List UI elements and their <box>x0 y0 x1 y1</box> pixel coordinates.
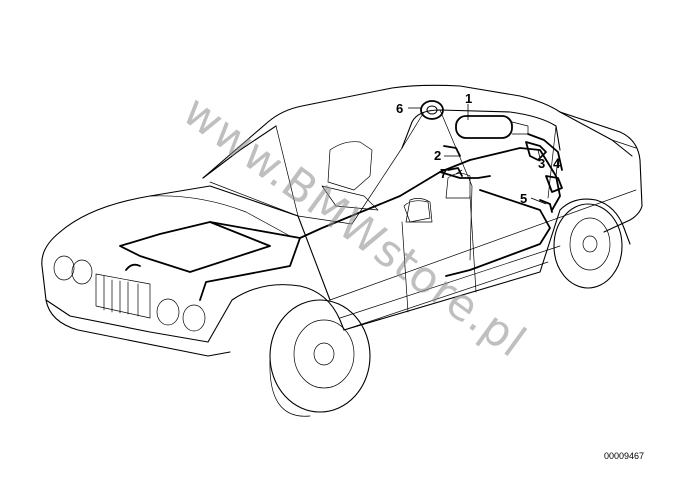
headlight-right <box>156 298 206 332</box>
callout-6: 6 <box>396 101 403 116</box>
front-wheel <box>269 299 371 417</box>
ring-cap-6 <box>420 100 444 120</box>
watermark-text: www.BMWstore.pl <box>174 86 536 368</box>
clip-5 <box>539 199 553 213</box>
callout-7: 7 <box>440 166 447 181</box>
wiring-harness <box>119 133 563 301</box>
callout-3: 3 <box>538 156 545 171</box>
callout-1: 1 <box>465 91 472 106</box>
diagram-part-number: 00009467 <box>604 451 644 461</box>
clip-7 <box>447 167 463 177</box>
rear-wheel <box>553 203 623 289</box>
callout-2: 2 <box>434 148 441 163</box>
clip-2 <box>443 145 461 157</box>
headlight-left <box>53 255 93 285</box>
bracket-3-4 <box>525 141 563 193</box>
car-body-outline <box>41 84 643 417</box>
kidney-grille <box>95 273 151 319</box>
callout-4: 4 <box>553 156 561 171</box>
fire-extinguisher-1 <box>455 115 529 139</box>
leader-lines <box>408 104 559 205</box>
callout-5: 5 <box>520 191 527 206</box>
